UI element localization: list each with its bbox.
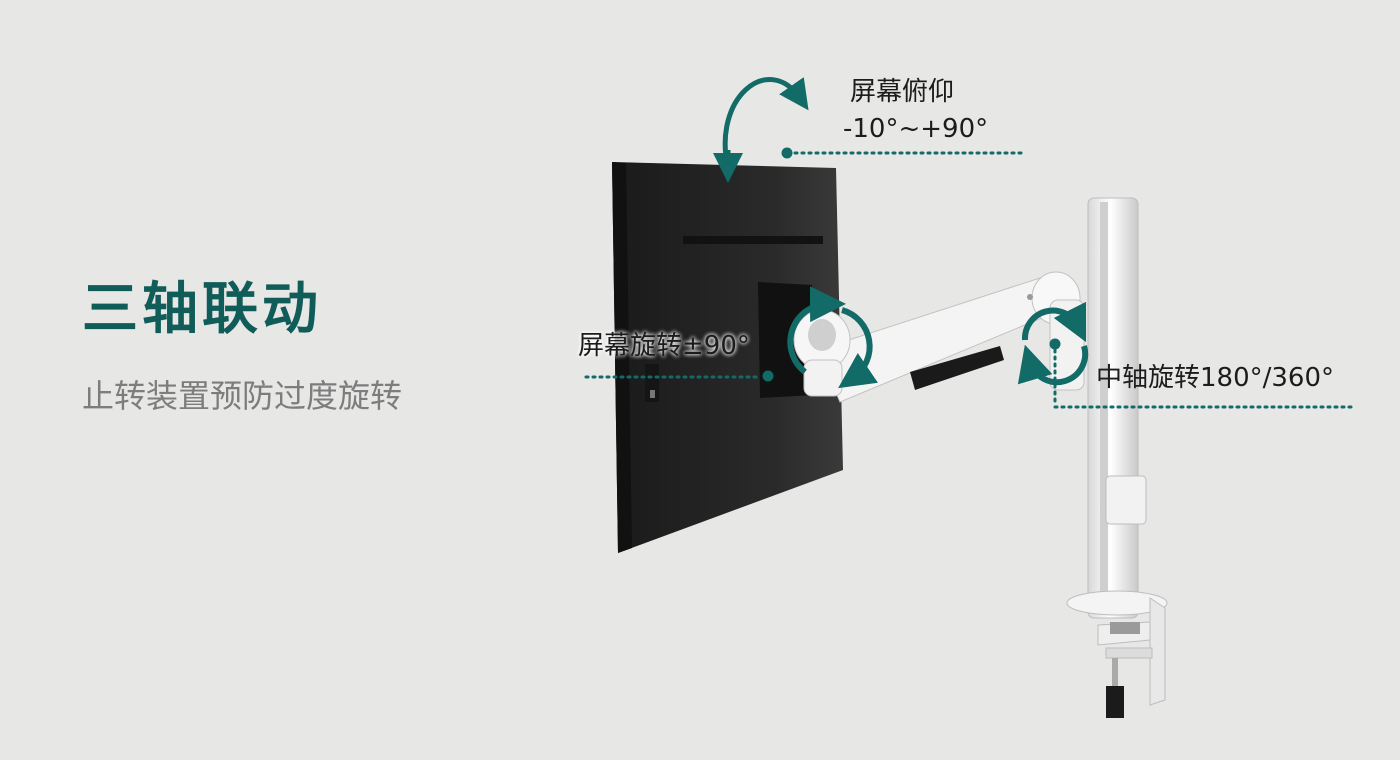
tilt-leader-line xyxy=(781,147,1028,159)
subline: 止转装置预防过度旋转 xyxy=(82,377,403,415)
rotate-arrow-icon xyxy=(787,286,879,389)
tilt-range: -10°~+90° xyxy=(843,114,989,144)
rotate-label: 屏幕旋转±90° xyxy=(578,331,750,361)
monitor xyxy=(612,162,843,553)
rotate-leader-line xyxy=(584,370,774,382)
swivel-arrow-icon xyxy=(1017,301,1089,386)
mount-pole xyxy=(1066,197,1168,718)
tilt-arrow-icon xyxy=(713,77,809,183)
swivel-leader-line xyxy=(1049,338,1354,409)
tilt-label: 屏幕俯仰 xyxy=(850,77,955,107)
headline: 三轴联动 xyxy=(82,277,322,342)
swivel-label: 中轴旋转180°/360° xyxy=(1096,363,1335,393)
